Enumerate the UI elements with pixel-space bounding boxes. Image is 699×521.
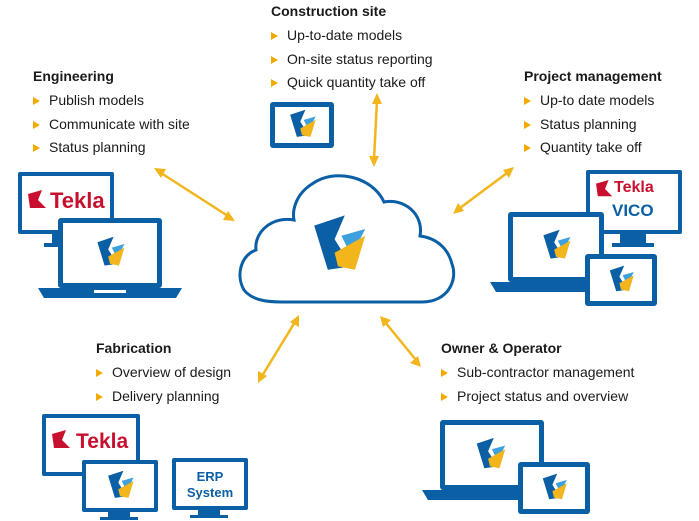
bullet-arrow-icon — [33, 120, 40, 129]
arrow-engineering — [154, 168, 235, 221]
list-item: Sub-contractor management — [441, 361, 634, 385]
construction-tablet — [270, 102, 334, 148]
group-title: Fabrication — [96, 340, 172, 356]
bullet-arrow-icon — [524, 144, 531, 152]
bullet-arrow-icon — [441, 369, 448, 377]
group-title: Construction site — [271, 3, 387, 19]
list-item: Project status and overview — [441, 385, 634, 409]
list-item: Delivery planning — [96, 385, 231, 409]
owner-devices — [422, 420, 590, 514]
arrow-project — [453, 167, 514, 214]
group-fabrication: Fabrication Overview of design Delivery … — [96, 339, 231, 408]
arrow-fabrication — [258, 315, 299, 383]
project-vico-wordmark: VICO — [612, 201, 654, 220]
list-item: Up-to date models — [524, 89, 662, 113]
list-item: Quick quantity take off — [271, 71, 433, 95]
group-construction: Construction site Up-to-date models On-s… — [271, 2, 433, 95]
bullet-arrow-icon — [524, 120, 531, 129]
arrow-owner — [380, 316, 421, 367]
bullet-arrow-icon — [271, 32, 278, 40]
fabrication-devices — [42, 414, 248, 520]
group-items: Publish models Communicate with site Sta… — [33, 89, 190, 160]
project-devices — [490, 170, 682, 306]
group-project-management: Project management Up-to date models Sta… — [524, 67, 662, 160]
cloud-hub — [238, 174, 456, 304]
list-item: Overview of design — [96, 361, 231, 385]
erp-label-line1: ERP — [197, 469, 224, 484]
bullet-arrow-icon — [96, 369, 103, 377]
group-items: Sub-contractor management Project status… — [441, 361, 634, 408]
bullet-arrow-icon — [33, 144, 40, 152]
bullet-arrow-icon — [441, 392, 448, 401]
list-item: Communicate with site — [33, 113, 190, 137]
group-title: Engineering — [33, 68, 114, 84]
list-item: Up-to-date models — [271, 24, 433, 48]
group-engineering: Engineering Publish models Communicate w… — [33, 67, 190, 160]
group-owner-operator: Owner & Operator Sub-contractor manageme… — [441, 339, 634, 408]
list-item: On-site status reporting — [271, 48, 433, 72]
bullet-arrow-icon — [524, 97, 531, 105]
connector-arrows — [154, 93, 514, 383]
list-item: Quantity take off — [524, 136, 662, 160]
group-title: Project management — [524, 68, 662, 84]
project-tekla-wordmark: Tekla — [614, 179, 654, 196]
group-items: Overview of design Delivery planning — [96, 361, 231, 408]
bullet-arrow-icon — [96, 392, 103, 401]
arrow-construction — [369, 93, 382, 167]
erp-label-line2: System — [187, 485, 233, 500]
group-title: Owner & Operator — [441, 340, 562, 356]
engineering-devices — [18, 172, 182, 298]
bullet-arrow-icon — [271, 55, 278, 64]
list-item: Status planning — [524, 113, 662, 137]
list-item: Publish models — [33, 89, 190, 113]
fabrication-tekla-wordmark: Tekla — [76, 430, 128, 453]
engineering-tekla-wordmark: Tekla — [50, 188, 105, 213]
bullet-arrow-icon — [33, 97, 40, 105]
list-item: Status planning — [33, 136, 190, 160]
bullet-arrow-icon — [271, 79, 278, 87]
group-items: Up-to-date models On-site status reporti… — [271, 24, 433, 95]
group-items: Up-to date models Status planning Quanti… — [524, 89, 662, 160]
